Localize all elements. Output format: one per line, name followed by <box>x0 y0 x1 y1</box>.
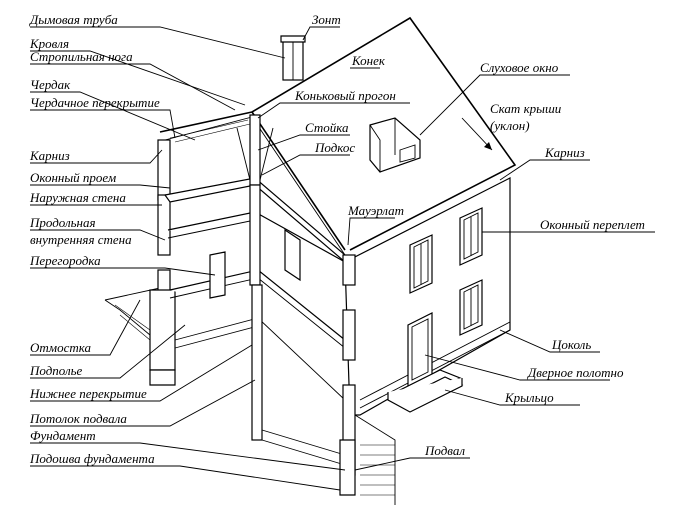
label-eave-right: Карниз <box>544 145 585 160</box>
outer-wall-cut <box>149 139 176 371</box>
label-foundation: Фундамент <box>30 428 96 443</box>
door <box>407 312 433 388</box>
label-outer-wall: Наружная стена <box>29 190 126 205</box>
right-labels: Зонт Конек Слуховое окно Коньковый прого… <box>294 12 645 458</box>
chimney <box>280 35 306 81</box>
label-door-leaf: Дверное полотно <box>526 365 624 380</box>
label-ridge: Конек <box>351 53 386 68</box>
label-footing: Подошва фундамента <box>29 451 155 466</box>
label-post: Стойка <box>305 120 349 135</box>
partition-wall <box>209 251 226 299</box>
label-attic: Чердак <box>30 77 71 92</box>
porch <box>387 369 464 413</box>
label-rafter: Стропильная нога <box>30 49 133 64</box>
label-partition: Перегородка <box>29 253 101 268</box>
label-underfloor: Подполье <box>29 363 83 378</box>
label-lower-floor: Нижнее перекрытие <box>29 386 147 401</box>
leader-lines <box>30 26 655 491</box>
inner-wall <box>236 114 274 441</box>
left-labels: Дымовая труба Кровля Стропильная нога Че… <box>28 12 160 466</box>
label-basement-ceiling: Потолок подвала <box>29 411 127 426</box>
label-basement: Подвал <box>424 443 465 458</box>
ground-hatch <box>114 304 395 496</box>
label-roof-slope-line1: Скат крыши <box>490 101 562 116</box>
label-chimney-cap: Зонт <box>312 12 341 27</box>
basement-floor <box>261 429 346 466</box>
label-inner-wall-line2: внутренняя стена <box>30 232 132 247</box>
label-porch: Крыльцо <box>504 390 554 405</box>
label-dormer: Слуховое окно <box>480 60 559 75</box>
label-ridge-purlin: Коньковый прогон <box>294 88 396 103</box>
label-wall-plate: Мауэрлат <box>347 203 404 218</box>
label-plinth: Цоколь <box>551 337 591 352</box>
label-strut: Подкос <box>314 140 355 155</box>
dormer-window <box>369 117 421 173</box>
label-window-frame: Оконный переплет <box>540 217 645 232</box>
label-inner-wall-line1: Продольная <box>29 215 96 230</box>
window-frames <box>409 207 483 336</box>
house-drawing <box>104 16 517 505</box>
label-window-opening: Оконный проем <box>30 170 116 185</box>
label-blind-area: Отмостка <box>30 340 91 355</box>
label-eave-left: Карниз <box>29 148 70 163</box>
label-roof-slope-line2: (уклон) <box>490 118 530 133</box>
roof-slope <box>251 16 517 251</box>
label-attic-floor: Чердачное перекрытие <box>30 95 160 110</box>
label-chimney: Дымовая труба <box>28 12 118 27</box>
label-roofing: Кровля <box>29 36 69 51</box>
